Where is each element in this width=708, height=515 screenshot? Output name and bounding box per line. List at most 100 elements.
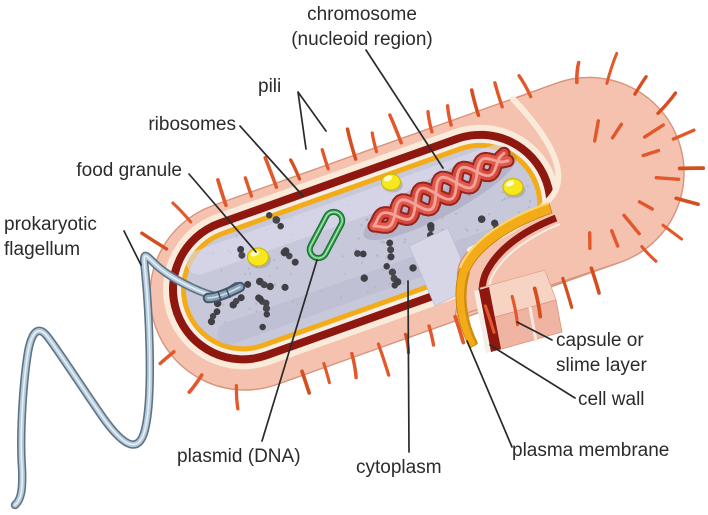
ribosome-dot — [259, 323, 266, 331]
ribosome-dot — [359, 250, 367, 258]
ribosome-dot — [387, 246, 395, 254]
label-chromosome-line1: chromosome — [307, 4, 417, 25]
pilus — [640, 245, 658, 263]
ribosome-dot — [272, 216, 281, 224]
ribosome-dot — [237, 294, 245, 302]
pilus — [532, 286, 543, 319]
pilus — [345, 127, 358, 161]
pilus — [483, 304, 496, 334]
pilus — [493, 81, 504, 109]
pilus — [671, 128, 696, 141]
ribosome-dot — [383, 263, 390, 270]
label-pili: pili — [258, 76, 282, 97]
ribosome-dot — [387, 253, 395, 261]
ribosome-dot — [256, 295, 264, 303]
pilus — [622, 213, 641, 236]
ribosome-dot — [409, 264, 417, 272]
ribosome-dot — [232, 297, 240, 305]
pilus — [427, 324, 436, 347]
label-flagellum-line1: prokaryotic — [4, 214, 97, 235]
pilus — [140, 231, 169, 251]
pilus — [637, 200, 654, 211]
leader-cell-wall — [489, 344, 576, 399]
pilus — [234, 383, 240, 411]
pilus — [589, 266, 601, 295]
ribosome-dot — [244, 280, 252, 288]
cutaway-corner — [455, 202, 563, 353]
leader-chromosome — [365, 49, 444, 169]
pilus — [426, 110, 434, 134]
pilus — [517, 74, 533, 99]
membrane-fold-highlight — [459, 202, 550, 269]
ribosome-dot — [393, 278, 402, 286]
leader-capsule — [516, 321, 553, 341]
leader-ribosomes — [239, 125, 304, 197]
pilus — [469, 88, 481, 118]
ribosome-dot — [354, 250, 361, 257]
pilus — [453, 314, 466, 345]
ribosome-dot — [426, 222, 435, 230]
label-chromosome-line2: (nucleoid region) — [291, 29, 433, 51]
pilus — [656, 91, 678, 116]
leader-plasma-membrane — [466, 340, 513, 448]
pilus — [300, 369, 312, 395]
flagellum-filament — [10, 251, 219, 510]
chromosome-coil — [367, 146, 515, 234]
pilus — [243, 176, 254, 198]
pilus — [633, 75, 648, 96]
ribosome-dot — [266, 212, 273, 219]
pilus — [350, 351, 358, 380]
pilus — [216, 178, 228, 208]
ribosome-dot — [360, 274, 368, 282]
pilus — [674, 196, 700, 207]
ribosome-dot — [262, 304, 271, 313]
pili-spikes — [140, 51, 706, 411]
label-flagellum: prokaryotic flagellum — [4, 212, 97, 262]
food-granules — [246, 173, 526, 269]
pilus — [445, 104, 453, 127]
pilus — [561, 276, 574, 309]
label-cytoplasm: cytoplasm — [356, 457, 442, 478]
membrane-fold-shade — [464, 271, 479, 345]
ribosome-dot — [280, 248, 289, 257]
pilus — [376, 342, 391, 377]
ribosome-dot — [277, 222, 284, 230]
leader-cytoplasm — [407, 280, 410, 453]
pilus — [610, 122, 624, 140]
ribosome-dot — [237, 245, 245, 253]
pilus — [575, 60, 581, 85]
label-plasmid: plasmid (DNA) — [177, 446, 301, 467]
label-cell-wall: cell wall — [578, 389, 645, 410]
leader-plasmid — [261, 259, 318, 442]
flagellum — [10, 251, 246, 510]
ribosome-dots — [207, 212, 501, 331]
cytoplasm-highlight-band — [186, 144, 509, 275]
block-white-stripe — [474, 290, 491, 353]
food-granule — [246, 247, 271, 269]
ribosome-dot — [213, 308, 221, 316]
label-plasma-membrane: plasma membrane — [512, 440, 670, 461]
pilus — [593, 119, 600, 143]
capsule-surface-pili — [588, 119, 681, 251]
ribosome-dot — [477, 215, 486, 224]
label-ribosomes: ribosomes — [148, 114, 236, 135]
label-capsule-line1: capsule or — [556, 330, 644, 351]
label-chromosome: chromosome (nucleoid region) — [250, 2, 474, 52]
leader-food-granule — [188, 173, 257, 253]
label-food-granule: food granule — [76, 160, 182, 181]
label-flagellum-line2: flagellum — [4, 239, 81, 261]
ribosome-dot — [260, 281, 268, 289]
pilus — [641, 148, 661, 158]
leader-lines — [123, 49, 576, 453]
ribosome-dot — [262, 299, 270, 307]
food-granule — [380, 173, 403, 193]
ribosome-dot — [238, 251, 246, 259]
plasmid-loop — [306, 208, 346, 262]
block-groove — [528, 306, 538, 342]
ribosome-dot — [281, 283, 289, 291]
leader-pili — [297, 91, 327, 150]
pilus — [661, 223, 684, 241]
pilus — [320, 148, 330, 171]
